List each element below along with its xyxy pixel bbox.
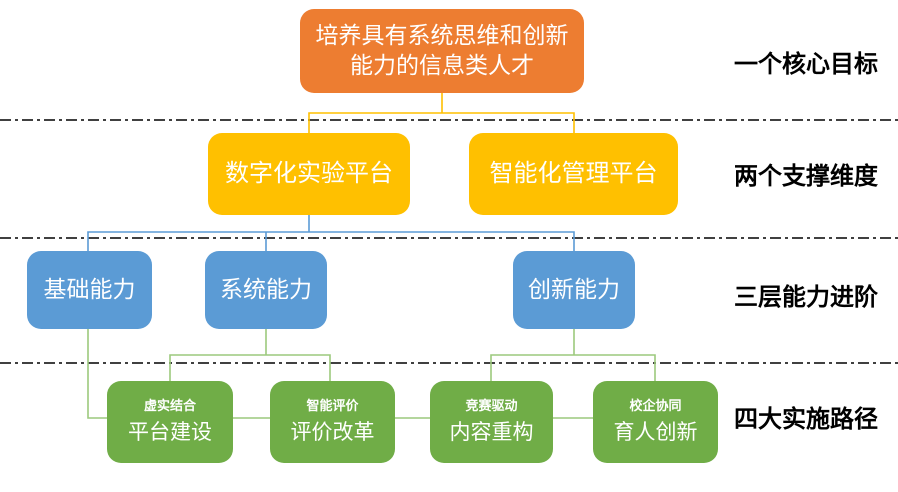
ability-box-basic: 基础能力 (27, 251, 152, 329)
platform-box-label: 数字化实验平台 (225, 160, 393, 188)
ability-box-system: 系统能力 (205, 251, 327, 329)
platform-box-smart-management: 智能化管理平台 (469, 133, 678, 215)
platform-to-ability-connectors (87, 215, 575, 251)
goal-to-platform-connectors (308, 93, 575, 134)
connector-basic-elbow (87, 329, 107, 419)
ability-box-label: 系统能力 (220, 276, 312, 303)
ability-box-label: 创新能力 (528, 276, 620, 303)
path-box-evaluation-reform: 智能评价 评价改革 (270, 381, 395, 463)
platform-box-label: 智能化管理平台 (489, 160, 658, 188)
connector-system-branch (169, 329, 331, 381)
path-box-education-innovation: 校企协同 育人创新 (593, 381, 718, 463)
path-box-title: 平台建设 (128, 420, 212, 444)
path-box-tag: 虚实结合 (143, 397, 196, 413)
connector-innovation-branch (490, 329, 656, 381)
core-goal-box: 培养具有系统思维和创新能力的信息类人才 (300, 9, 584, 93)
ability-to-path-connectors (87, 329, 656, 419)
level-divider-lines (0, 119, 898, 364)
level-label-core-goal: 一个核心目标 (734, 51, 878, 78)
ability-box-label: 基础能力 (43, 276, 136, 303)
path-box-platform-construction: 虚实结合 平台建设 (107, 381, 233, 463)
connector-platform-branch (308, 112, 575, 134)
ability-box-innovation: 创新能力 (513, 251, 635, 329)
connector-ability-branch (87, 231, 575, 251)
path-box-title: 内容重构 (449, 420, 534, 444)
path-box-title: 育人创新 (613, 420, 698, 444)
path-box-tag: 竞赛驱动 (465, 397, 518, 413)
level-label-support-dims: 两个支撑维度 (734, 163, 878, 190)
path-box-content-restructuring: 竞赛驱动 内容重构 (430, 381, 553, 463)
level-label-impl-paths: 四大实施路径 (734, 406, 878, 433)
platform-box-digital-lab: 数字化实验平台 (208, 133, 410, 215)
path-box-tag: 智能评价 (306, 397, 359, 413)
path-box-tag: 校企协同 (629, 397, 682, 413)
path-box-title: 评价改革 (290, 420, 375, 444)
level-label-ability-tiers: 三层能力进阶 (734, 284, 878, 311)
core-goal-text: 培养具有系统思维和创新能力的信息类人才 (315, 22, 569, 78)
